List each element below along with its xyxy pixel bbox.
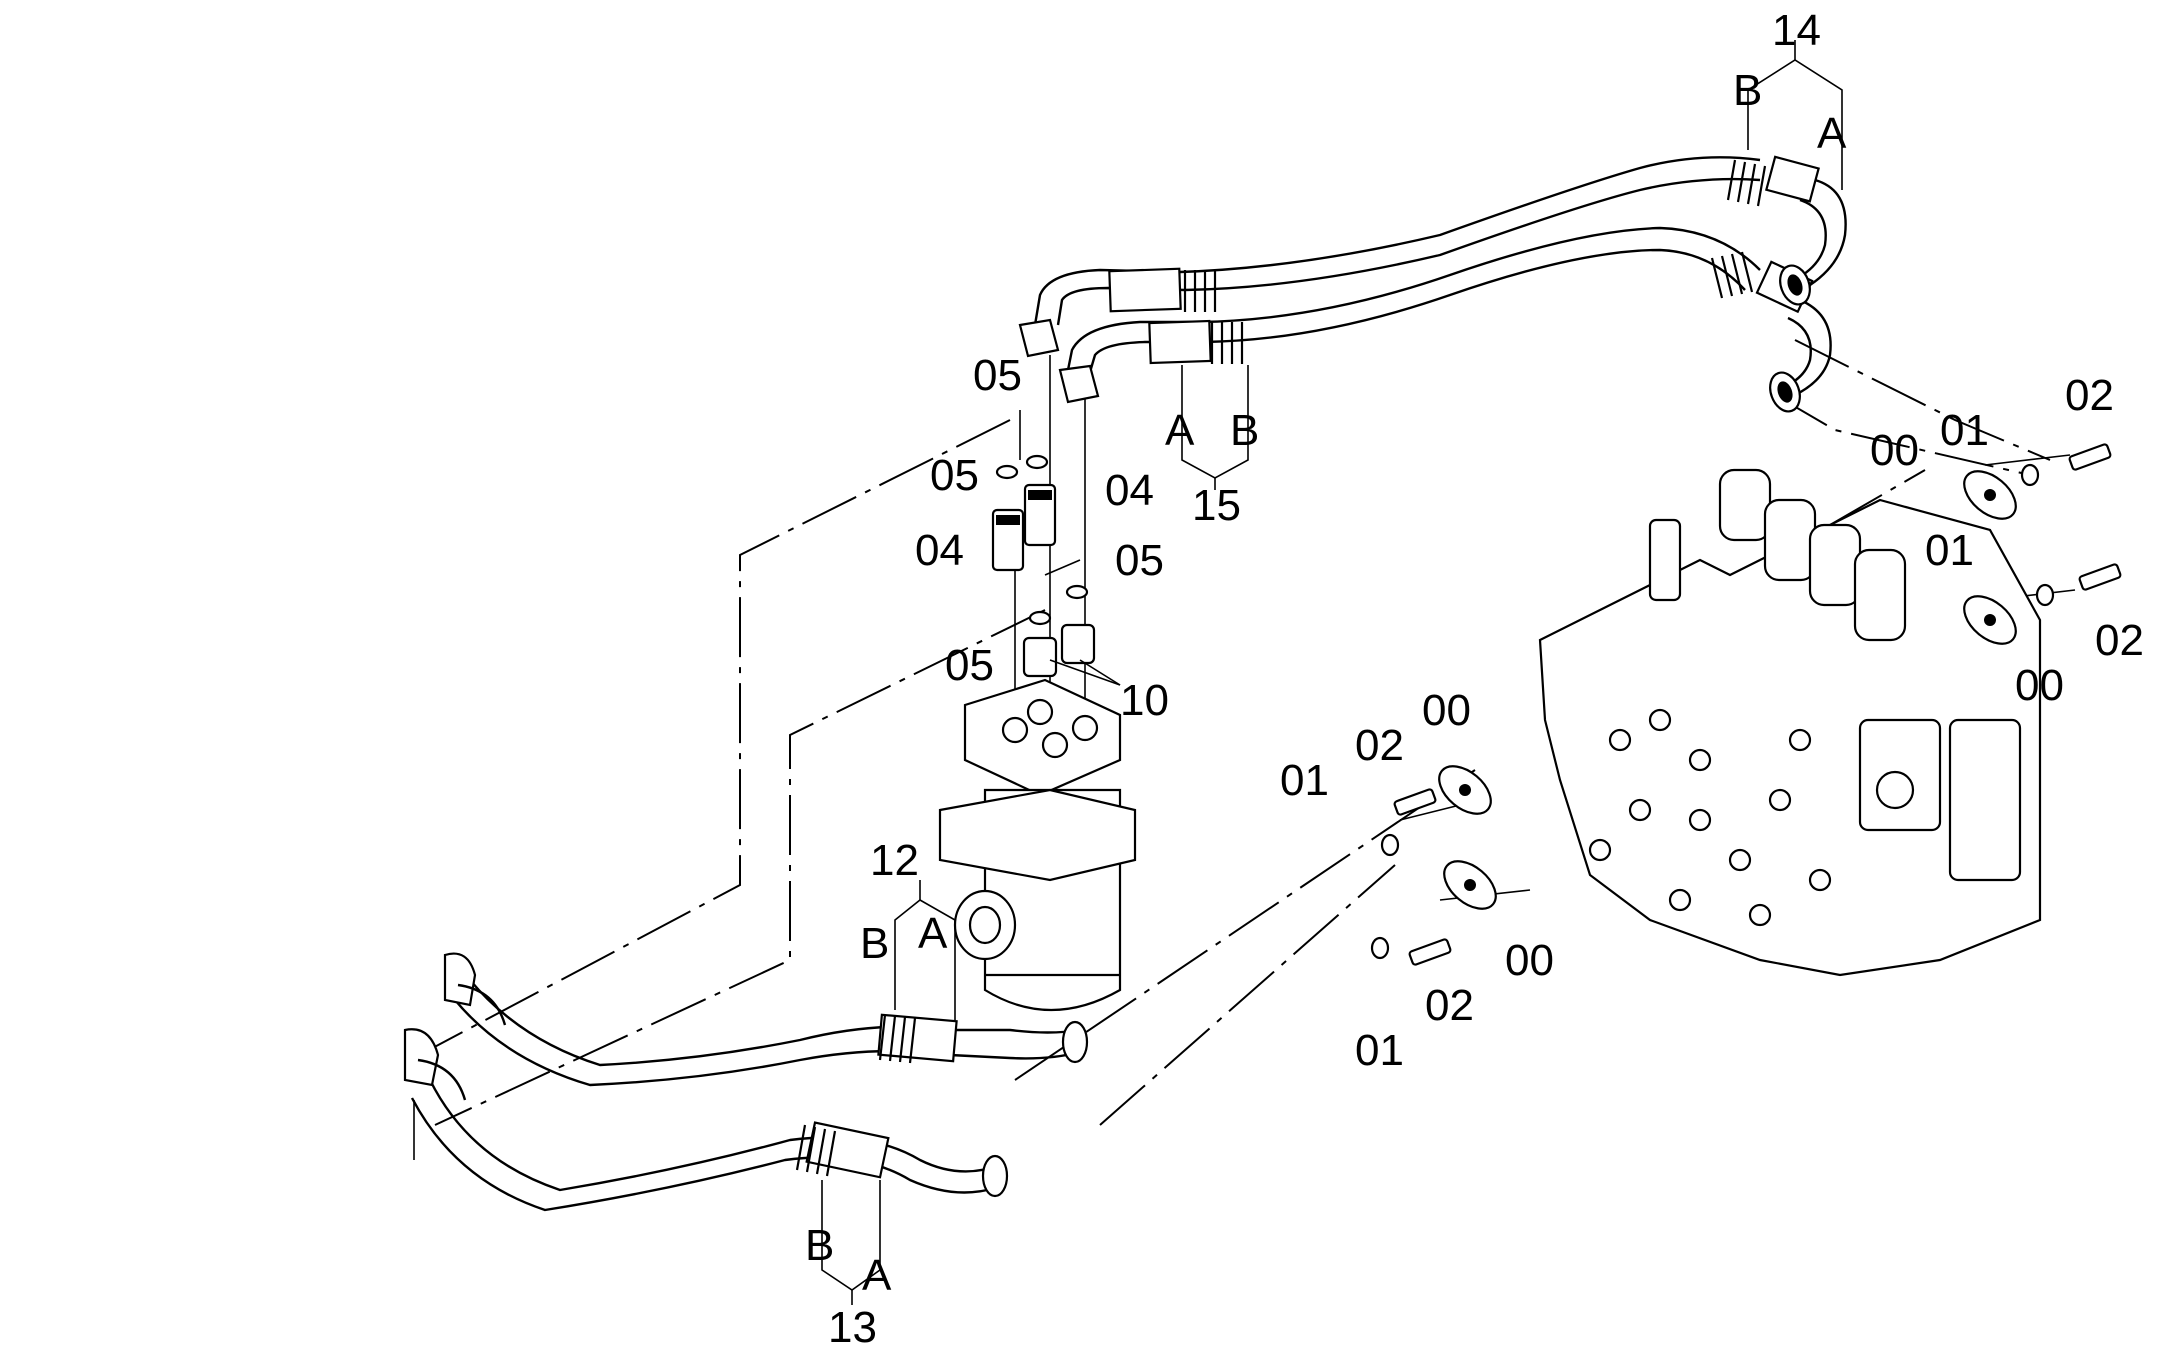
- label-15: 15: [1192, 481, 1241, 530]
- label-14-b: B: [1733, 66, 1762, 115]
- label-00-a: 00: [1870, 426, 1919, 475]
- label-04-a: 04: [1105, 466, 1154, 515]
- label-12-b: B: [860, 919, 889, 968]
- label-15-a: A: [1165, 406, 1195, 455]
- label-01-b: 01: [1925, 526, 1974, 575]
- label-12-a: A: [918, 909, 948, 958]
- lower-hose-assembly: [403, 952, 1089, 1212]
- adapters-group: [991, 454, 1096, 678]
- label-00-b: 00: [2015, 661, 2064, 710]
- flanges-bolts: [1370, 443, 2122, 966]
- label-02-b: 02: [2095, 616, 2144, 665]
- label-15-b: B: [1230, 406, 1259, 455]
- label-02-a: 02: [2065, 371, 2114, 420]
- label-13-b: B: [805, 1221, 834, 1270]
- label-00-d: 00: [1505, 936, 1554, 985]
- label-14-a: A: [1817, 109, 1847, 158]
- label-13: 13: [828, 1303, 877, 1351]
- label-02-d: 02: [1425, 981, 1474, 1030]
- label-12: 12: [870, 836, 919, 885]
- label-01-d: 01: [1355, 1026, 1404, 1075]
- label-05-b: 05: [930, 451, 979, 500]
- label-02-c: 02: [1355, 721, 1404, 770]
- label-01-c: 01: [1280, 756, 1329, 805]
- label-13-a: A: [862, 1251, 892, 1300]
- swivel-joint-body: [938, 678, 1137, 1011]
- label-00-c: 00: [1422, 686, 1471, 735]
- callout-labels: 14 B A A B 15 12 B A B A 13 05 05 04 04 …: [805, 6, 2144, 1352]
- label-14: 14: [1772, 6, 1821, 55]
- label-05-c: 05: [1115, 536, 1164, 585]
- label-04-b: 04: [915, 526, 964, 575]
- label-01-a: 01: [1940, 406, 1989, 455]
- callout-brackets: [413, 40, 1843, 1305]
- upper-hose-assembly: [1018, 155, 1847, 413]
- label-05-d: 05: [945, 641, 994, 690]
- label-10: 10: [1120, 676, 1169, 725]
- control-valve: [1538, 468, 2042, 977]
- label-05-a: 05: [973, 351, 1022, 400]
